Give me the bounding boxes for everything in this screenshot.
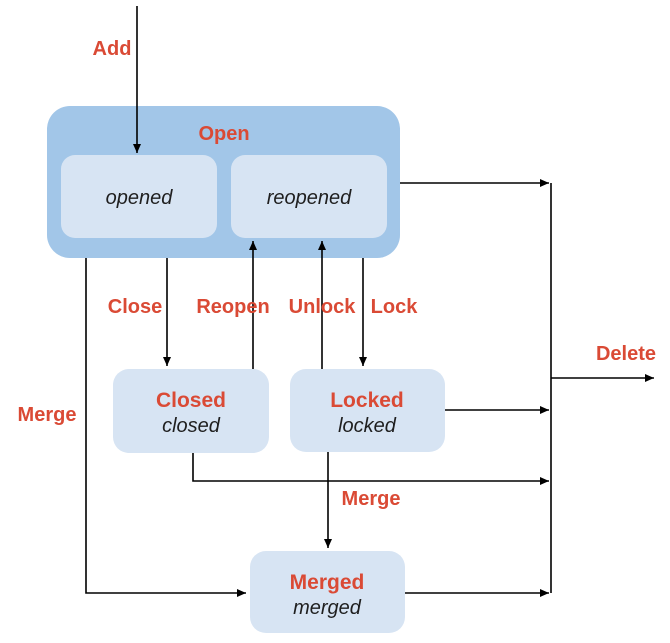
transition-add-label: Add [93,38,132,60]
arrow-open-to-merged [85,258,246,597]
transition-unlock-label: Unlock [289,296,357,318]
state-merged-name: merged [293,597,362,619]
transition-delete-label: Delete [596,343,656,365]
state-opened-box [61,155,217,238]
state-closed-box [113,369,269,453]
transition-lock-label: Lock [371,296,419,318]
state-merged-title: Merged [290,571,365,594]
state-locked-name: locked [338,415,397,437]
state-locked-title: Locked [330,389,404,412]
transition-close-label: Close [108,296,162,318]
state-opened-label: opened [106,187,174,209]
state-closed-name: closed [162,415,221,437]
state-locked-box [290,369,445,452]
transition-merge-mid-label: Merge [342,488,401,510]
state-merged-box [250,551,405,633]
state-open-label: Open [198,123,249,145]
state-closed-title: Closed [156,389,226,412]
transition-reopen-label: Reopen [196,296,269,318]
state-reopened-box [231,155,387,238]
state-reopened-label: reopened [267,187,352,209]
transition-merge-left-label: Merge [18,404,77,426]
arrow-closed-to-delete-junction [192,453,549,485]
